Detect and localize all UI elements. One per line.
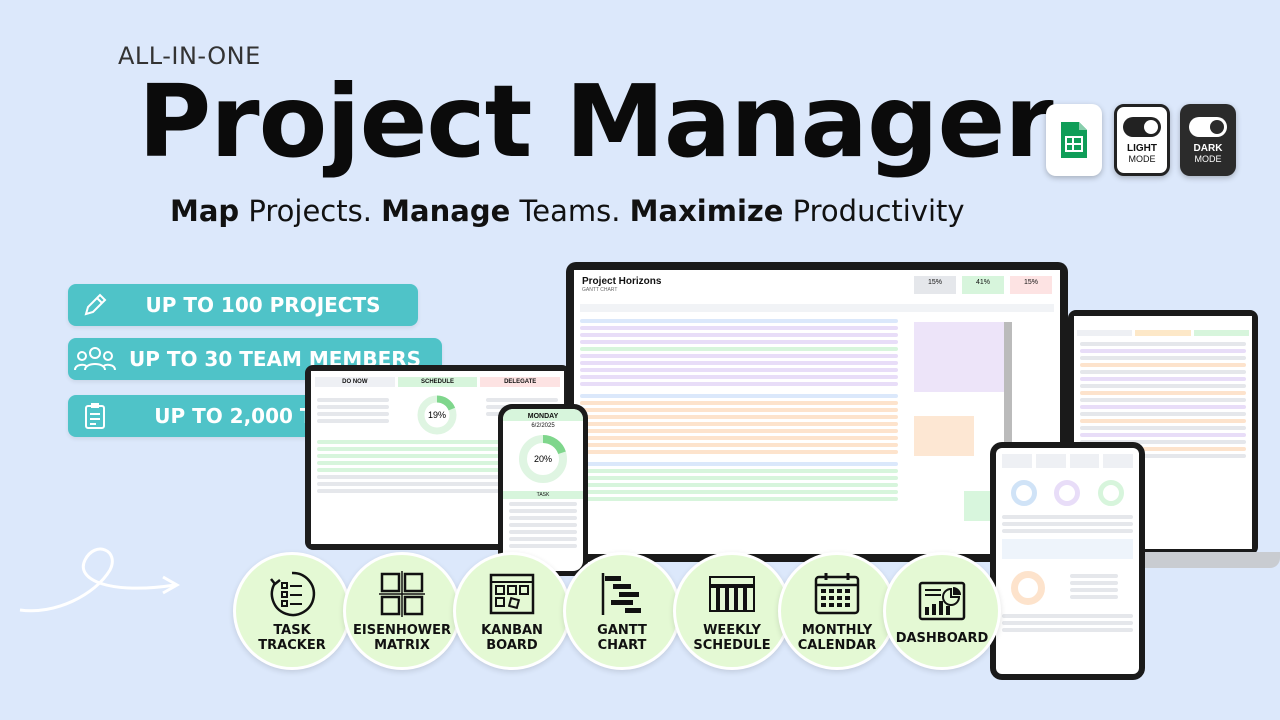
feature-label: MONTHLY CALENDAR bbox=[797, 623, 877, 653]
feature-eisenhower-matrix: EISENHOWER MATRIX bbox=[343, 552, 461, 670]
feature-gantt-chart: GANTT CHART bbox=[563, 552, 681, 670]
tablet-screen bbox=[996, 448, 1139, 674]
dark-mode-badge[interactable]: DARK MODE bbox=[1180, 104, 1236, 176]
tagline-rest-1: Projects. bbox=[239, 194, 382, 228]
phone-donut-label: 20% bbox=[534, 454, 552, 464]
matrix-col-schedule: SCHEDULE bbox=[397, 377, 478, 387]
phone-donut-chart: 20% bbox=[519, 435, 567, 483]
light-mode-line2: MODE bbox=[1128, 153, 1156, 164]
feature-weekly-schedule: WEEKLY SCHEDULE bbox=[673, 552, 791, 670]
feature-label: WEEKLY SCHEDULE bbox=[693, 623, 771, 653]
tagline-word-2: Manage bbox=[381, 194, 511, 228]
eisenhower-matrix-icon bbox=[379, 571, 425, 617]
feature-label: DASHBOARD bbox=[895, 630, 989, 646]
tagline-word-1: Map bbox=[170, 194, 240, 228]
page-title: Project Manager bbox=[138, 63, 1054, 180]
tagline: Map Projects. Manage Teams. Maximize Pro… bbox=[170, 194, 965, 228]
tablet-dashboard-screen bbox=[990, 442, 1145, 680]
stat-box: 15% bbox=[1010, 276, 1052, 294]
dashboard-icon bbox=[918, 581, 966, 620]
stat-box: 41% bbox=[962, 276, 1004, 294]
monitor-subtitle: GANTT CHART bbox=[582, 287, 618, 293]
task-tracker-icon bbox=[270, 571, 316, 617]
kanban-board-icon bbox=[489, 573, 535, 615]
pill-projects: UP TO 100 PROJECTS bbox=[68, 284, 418, 326]
phone-screen: MONDAY 6/2/2025 20% TASK bbox=[503, 409, 583, 571]
toggle-icon bbox=[1123, 116, 1161, 137]
google-sheets-badge bbox=[1046, 104, 1102, 176]
monitor-title: Project Horizons bbox=[582, 276, 662, 287]
google-sheets-icon bbox=[1061, 122, 1087, 158]
feature-monthly-calendar: MONTHLY CALENDAR bbox=[778, 552, 896, 670]
phone-date: 6/2/2025 bbox=[531, 423, 555, 429]
curly-arrow-icon bbox=[19, 547, 181, 613]
dark-mode-line2: MODE bbox=[1194, 153, 1222, 164]
weekly-schedule-icon bbox=[709, 576, 755, 612]
laptop-donut-chart: 19% bbox=[417, 395, 457, 435]
feature-label: GANTT CHART bbox=[597, 623, 647, 653]
feature-dashboard: DASHBOARD bbox=[883, 552, 1001, 670]
dark-mode-line1: DARK bbox=[1193, 142, 1223, 154]
stat-box: 15% bbox=[914, 276, 956, 294]
toggle-icon bbox=[1189, 116, 1227, 137]
feature-label: KANBAN BOARD bbox=[481, 623, 543, 653]
tagline-rest-3: Productivity bbox=[783, 194, 965, 228]
light-mode-badge[interactable]: LIGHT MODE bbox=[1114, 104, 1170, 176]
tagline-word-3: Maximize bbox=[629, 194, 784, 228]
pencil-icon bbox=[68, 284, 122, 326]
matrix-col-do-now: DO NOW bbox=[315, 377, 395, 387]
phone-task-header: TASK bbox=[503, 491, 583, 499]
feature-label: EISENHOWER MATRIX bbox=[352, 623, 451, 653]
phone-schedule-screen: MONDAY 6/2/2025 20% TASK bbox=[498, 404, 588, 576]
pill-label: UP TO 100 PROJECTS bbox=[145, 293, 381, 317]
laptop-donut-label: 19% bbox=[428, 410, 446, 420]
gantt-chart-icon bbox=[601, 573, 641, 615]
feature-kanban-board: KANBAN BOARD bbox=[453, 552, 571, 670]
matrix-col-delegate: DELEGATE bbox=[480, 377, 561, 387]
tagline-rest-2: Teams. bbox=[510, 194, 630, 228]
phone-day: MONDAY bbox=[503, 409, 583, 421]
eyebrow-text: ALL-IN-ONE bbox=[118, 42, 261, 70]
feature-task-tracker: TASK TRACKER bbox=[233, 552, 351, 670]
team-icon bbox=[68, 338, 122, 380]
clipboard-icon bbox=[68, 395, 122, 437]
monthly-calendar-icon bbox=[814, 573, 860, 615]
feature-label: TASK TRACKER bbox=[258, 623, 326, 653]
monitor-screen: Project Horizons GANTT CHART 15% 41% 15% bbox=[574, 270, 1060, 554]
laptop-kanban-screen bbox=[1068, 310, 1258, 555]
light-mode-line1: LIGHT bbox=[1127, 142, 1157, 154]
